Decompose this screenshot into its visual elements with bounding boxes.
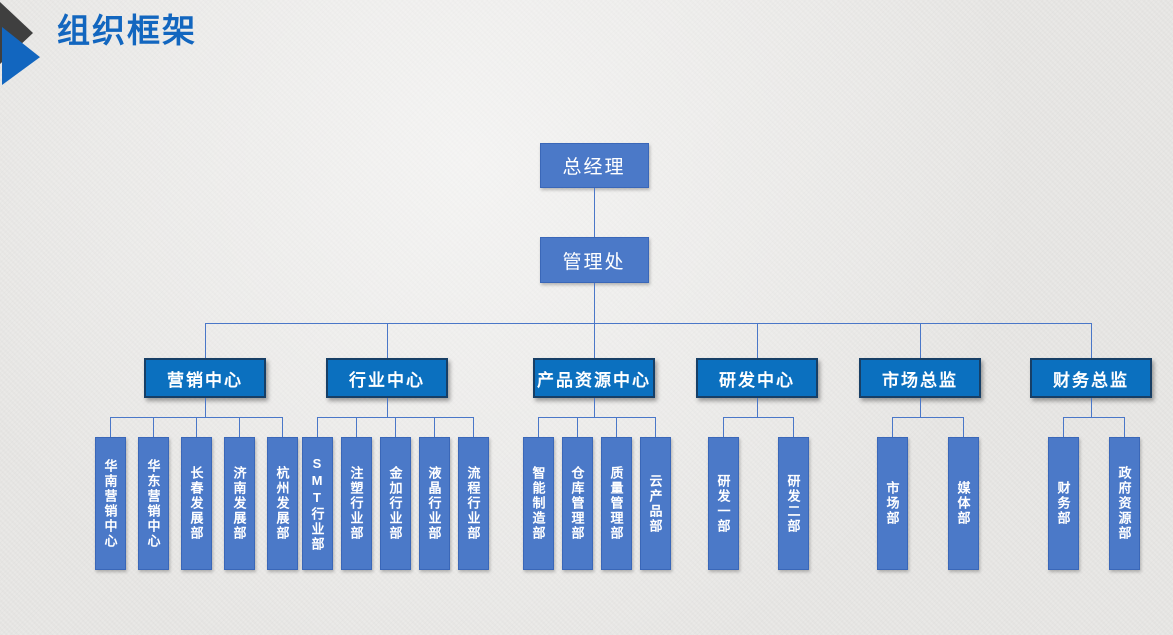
title-arrow-icon — [0, 0, 60, 100]
connector-vertical-line — [593, 188, 595, 237]
org-node-department: SMT行业部 — [301, 437, 333, 570]
connector-vertical-line — [281, 417, 283, 437]
connector-vertical-line — [919, 323, 921, 358]
org-node-department: 仓库管理部 — [561, 437, 593, 570]
org-node-department: 研发二部 — [777, 437, 809, 570]
connector-vertical-line — [792, 417, 794, 437]
org-node-department: 财务部 — [1047, 437, 1079, 570]
connector-vertical-line — [756, 398, 758, 417]
org-node-group-1: 营销中心 — [144, 358, 266, 398]
connector-vertical-line — [386, 323, 388, 358]
connector-vertical-line — [1062, 417, 1064, 437]
org-node-department: 研发一部 — [707, 437, 739, 570]
org-node-group-6: 财务总监 — [1030, 358, 1152, 398]
connector-vertical-line — [756, 323, 758, 358]
org-node-department: 注塑行业部 — [340, 437, 372, 570]
connector-vertical-line — [472, 417, 474, 437]
connector-vertical-line — [654, 417, 656, 437]
connector-vertical-line — [576, 417, 578, 437]
org-node-group-3: 产品资源中心 — [533, 358, 655, 398]
connector-vertical-line — [386, 398, 388, 417]
org-node-department: 杭州发展部 — [266, 437, 298, 570]
org-node-group-4: 研发中心 — [696, 358, 818, 398]
connector-vertical-line — [316, 417, 318, 437]
connector-vertical-line — [537, 417, 539, 437]
connector-vertical-line — [1090, 323, 1092, 358]
org-node-department: 流程行业部 — [457, 437, 489, 570]
connector-horizontal-line — [205, 322, 1091, 324]
org-node-department: 政府资源部 — [1108, 437, 1140, 570]
org-node-group-2: 行业中心 — [326, 358, 448, 398]
org-node-department: 济南发展部 — [223, 437, 255, 570]
org-node-management-office: 管理处 — [539, 237, 649, 283]
connector-vertical-line — [152, 417, 154, 437]
connector-vertical-line — [593, 398, 595, 417]
org-node-department: 长春发展部 — [180, 437, 212, 570]
org-node-department: 液晶行业部 — [418, 437, 450, 570]
connector-vertical-line — [615, 417, 617, 437]
connector-vertical-line — [919, 398, 921, 417]
connector-horizontal-line — [892, 416, 963, 418]
org-node-department: 云产品部 — [639, 437, 671, 570]
connector-vertical-line — [1123, 417, 1125, 437]
connector-vertical-line — [1090, 398, 1092, 417]
connector-horizontal-line — [1063, 416, 1124, 418]
connector-vertical-line — [433, 417, 435, 437]
connector-vertical-line — [355, 417, 357, 437]
connector-vertical-line — [238, 417, 240, 437]
connector-vertical-line — [195, 417, 197, 437]
connector-vertical-line — [722, 417, 724, 437]
connector-vertical-line — [109, 417, 111, 437]
org-node-department: 金加行业部 — [379, 437, 411, 570]
org-node-department: 市场部 — [876, 437, 908, 570]
connector-vertical-line — [891, 417, 893, 437]
connector-vertical-line — [593, 323, 595, 358]
connector-vertical-line — [593, 283, 595, 323]
org-node-department: 华东营销中心 — [137, 437, 169, 570]
connector-vertical-line — [962, 417, 964, 437]
org-node-department: 华南营销中心 — [94, 437, 126, 570]
connector-vertical-line — [204, 323, 206, 358]
org-node-department: 媒体部 — [947, 437, 979, 570]
org-node-department: 质量管理部 — [600, 437, 632, 570]
connector-vertical-line — [394, 417, 396, 437]
page-title: 组织框架 — [57, 12, 197, 49]
connector-horizontal-line — [538, 416, 655, 418]
org-node-group-5: 市场总监 — [859, 358, 981, 398]
connector-horizontal-line — [723, 416, 793, 418]
org-node-department: 智能制造部 — [522, 437, 554, 570]
connector-vertical-line — [204, 398, 206, 417]
org-node-general-manager: 总经理 — [539, 143, 649, 188]
